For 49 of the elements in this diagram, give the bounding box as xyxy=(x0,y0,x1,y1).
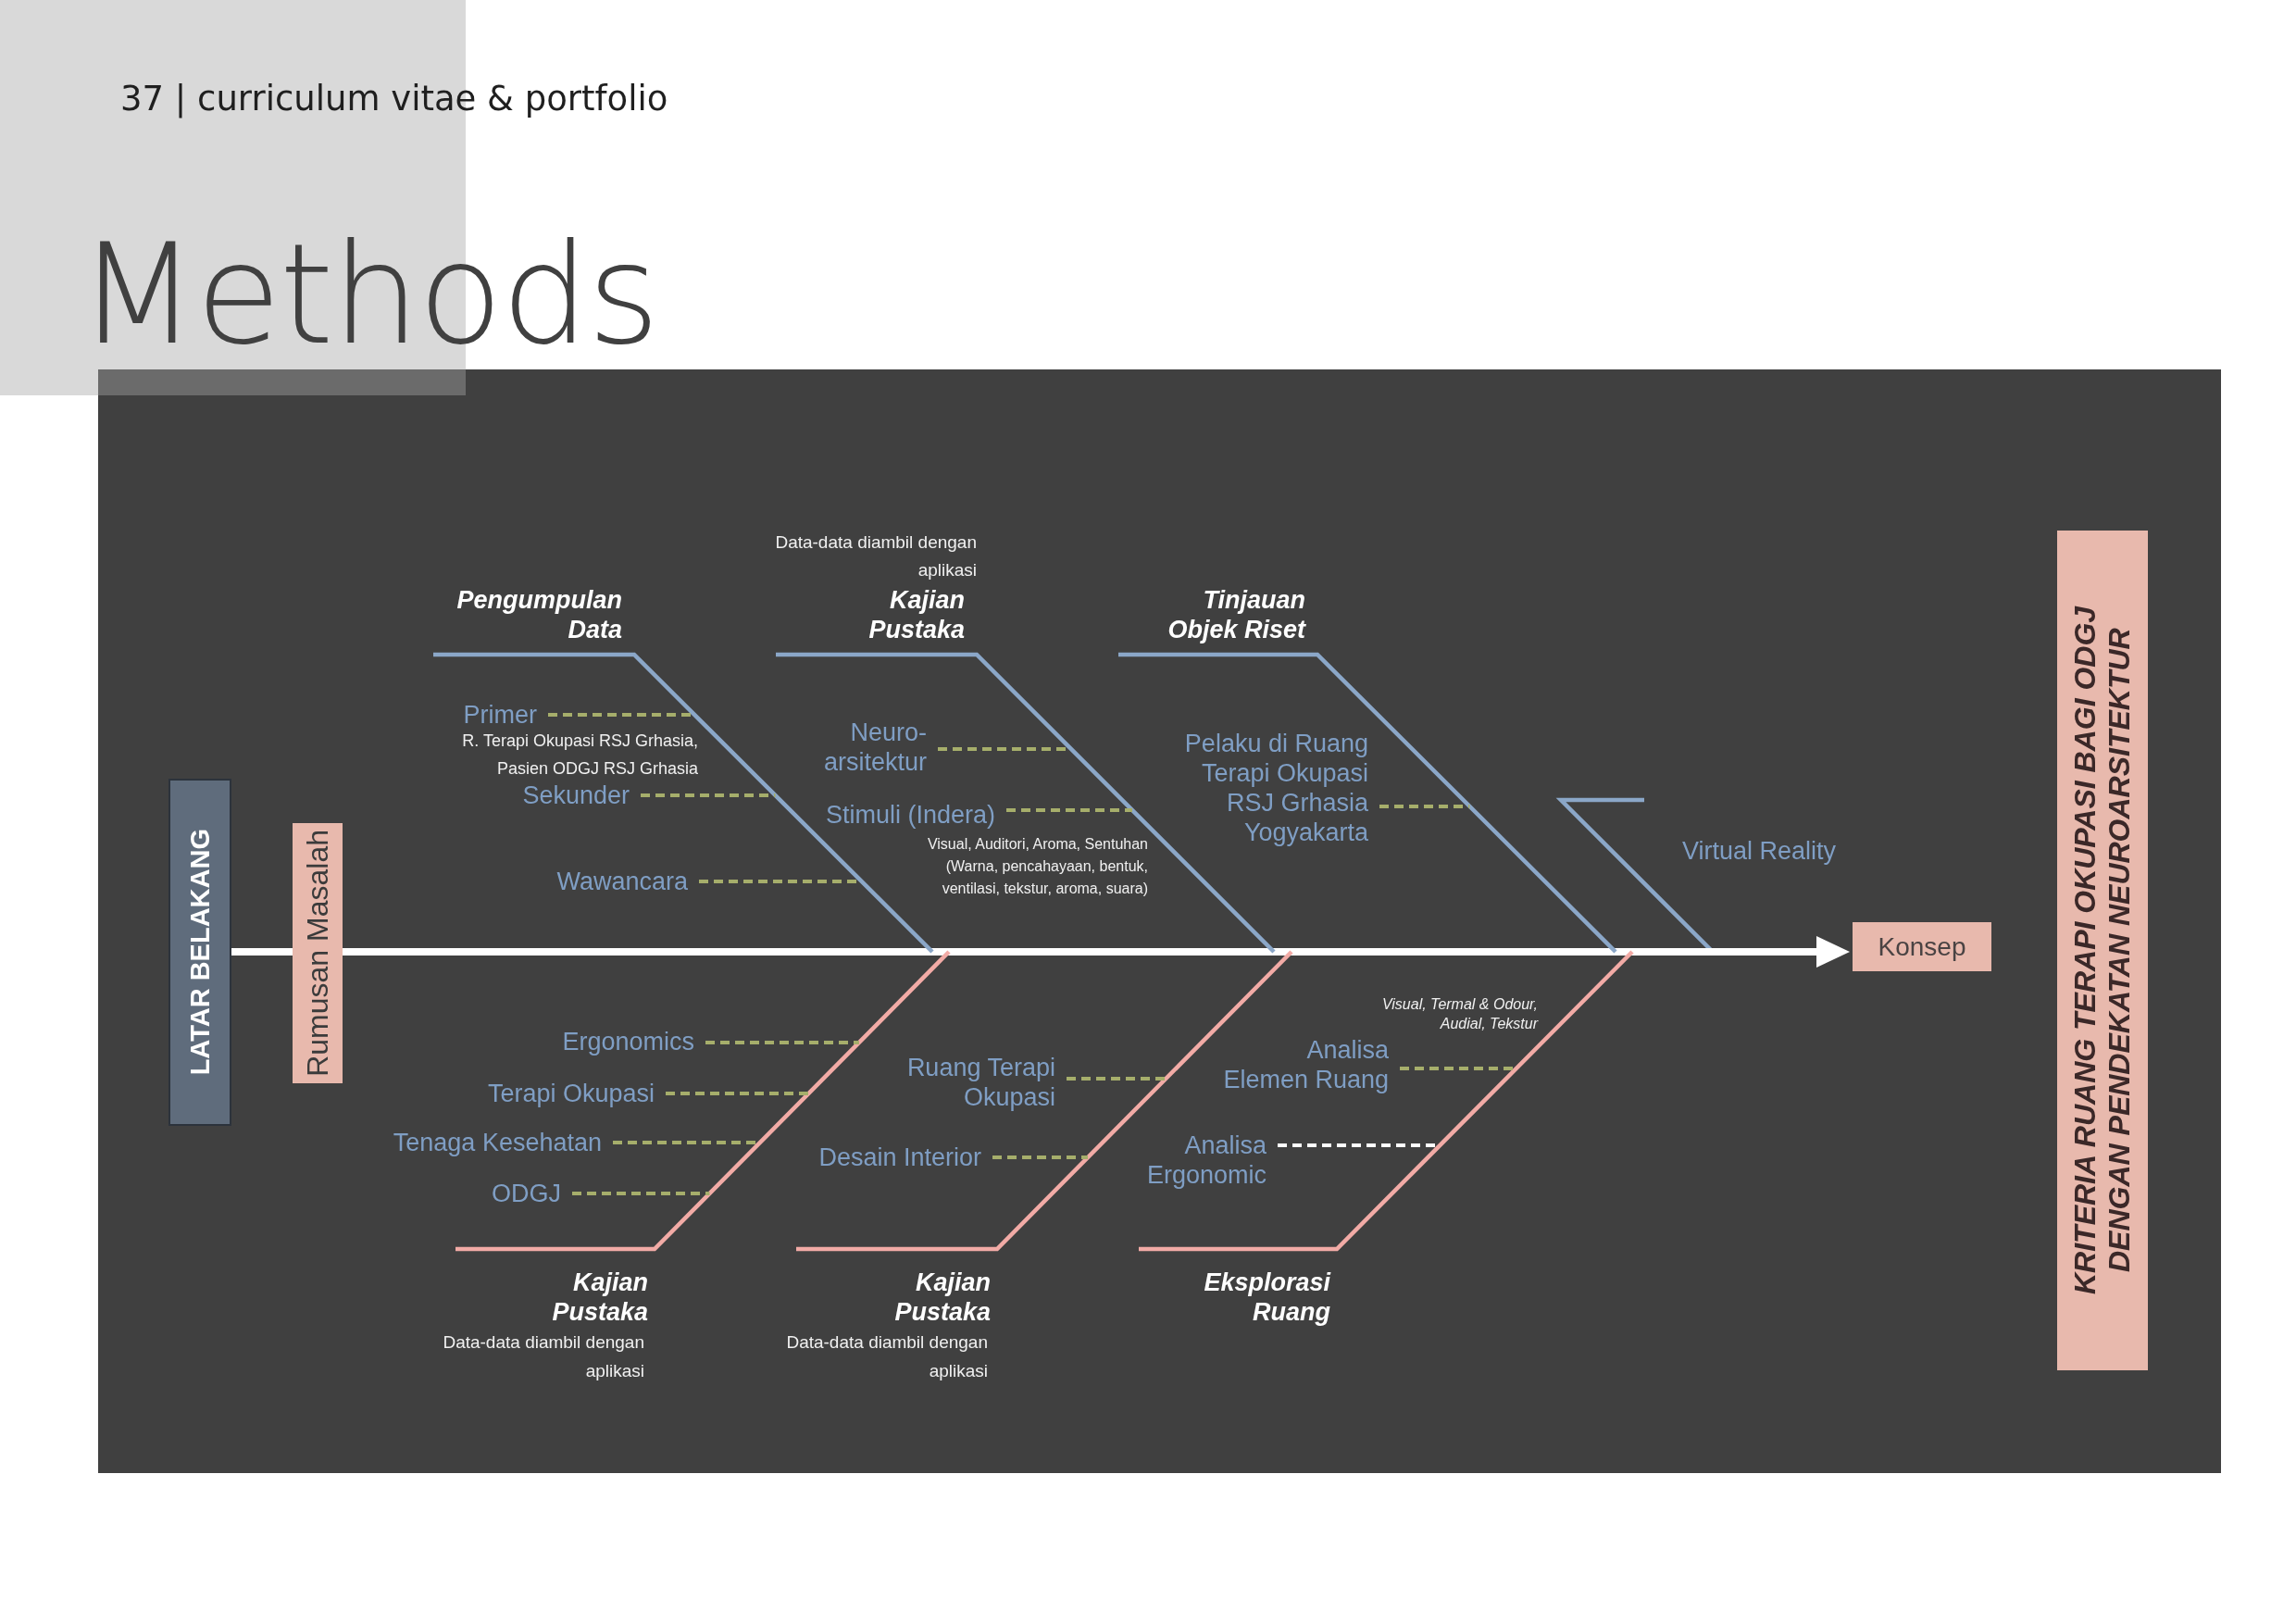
leader-line xyxy=(1379,805,1470,808)
spine-arrow xyxy=(343,936,1850,968)
cause-label: Neuro- arsitektur xyxy=(806,718,938,777)
cause-label: Pelaku di Ruang Terapi Okupasi RSJ Grhasia Yogyakarta xyxy=(1181,729,1379,847)
result-box: Konsep xyxy=(1853,922,1991,971)
category-heading: Tinjauan Objek Riset xyxy=(1118,585,1317,655)
cause-label: Stimuli (Indera) xyxy=(825,802,1006,828)
leader-line xyxy=(572,1192,710,1195)
category-heading: Kajian Pustaka xyxy=(455,1249,655,1327)
spine-line xyxy=(231,948,293,956)
page-title: Methods xyxy=(78,225,658,364)
bone-line xyxy=(776,652,1276,954)
bone-line xyxy=(433,652,934,954)
category-heading: Eksplorasi Ruang xyxy=(1139,1249,1337,1327)
cause-label: Primer xyxy=(463,700,548,730)
leader-line xyxy=(705,1041,859,1044)
vertical-label-box: Rumusan Masalah xyxy=(293,823,343,1083)
leader-line xyxy=(1006,808,1132,812)
bone-line xyxy=(796,950,1293,1252)
page-header-text: 37 | curriculum vitae & portfolio xyxy=(120,79,668,119)
leader-line xyxy=(641,793,776,797)
note-text: Visual, Auditori, Aroma, Sentuhan (Warna, pencahayaan, bentuk, ventilasi, tekstur, aroma, suara) xyxy=(926,835,1148,898)
note-text: Visual, Termal & Odour, Audial, Tekstur xyxy=(1380,995,1538,1033)
cause-label: Analisa Ergonomic xyxy=(1137,1131,1278,1190)
leader-line xyxy=(666,1092,809,1095)
cause-label: Analisa Elemen Ruang xyxy=(1222,1035,1400,1094)
cause-label: Virtual Reality xyxy=(1682,836,1837,866)
cause-label: Terapi Okupasi xyxy=(487,1079,666,1108)
cause-label: Wawancara xyxy=(556,867,699,896)
cause-label: ODGJ xyxy=(492,1179,572,1208)
note-text: R. Terapi Okupasi RSJ Grhasia, Pasien ODGJ RSJ Grhasia xyxy=(461,731,698,780)
leader-line xyxy=(1067,1077,1167,1081)
category-heading: Kajian Pustaka xyxy=(776,585,977,655)
leader-line xyxy=(992,1156,1089,1159)
bone-line xyxy=(1139,950,1634,1252)
cause-label: Ruang Terapi Okupasi xyxy=(870,1053,1067,1112)
cause-label: Desain Interior xyxy=(818,1143,992,1172)
bone-line xyxy=(1118,652,1617,954)
note-text: Data-data diambil dengan aplikasi xyxy=(442,1331,644,1382)
note-text: Data-data diambil dengan aplikasi xyxy=(785,1331,988,1382)
bone-line xyxy=(455,950,951,1252)
note-text: Data-data diambil dengan aplikasi xyxy=(774,531,977,581)
cause-label: Ergonomics xyxy=(562,1027,705,1056)
cause-label: Tenaga Kesehatan xyxy=(393,1128,613,1157)
vertical-label-box: LATAR BELAKANG xyxy=(168,779,231,1126)
title-banner: KRITERIA RUANG TERAPI OKUPASI BAGI ODGJ DENGAN PENDEKATAN NEUROARSITEKTUR xyxy=(2057,531,2148,1370)
category-heading: Kajian Pustaka xyxy=(796,1249,997,1327)
category-heading: Pengumpulan Data xyxy=(433,585,634,655)
cause-label: Sekunder xyxy=(522,781,641,810)
